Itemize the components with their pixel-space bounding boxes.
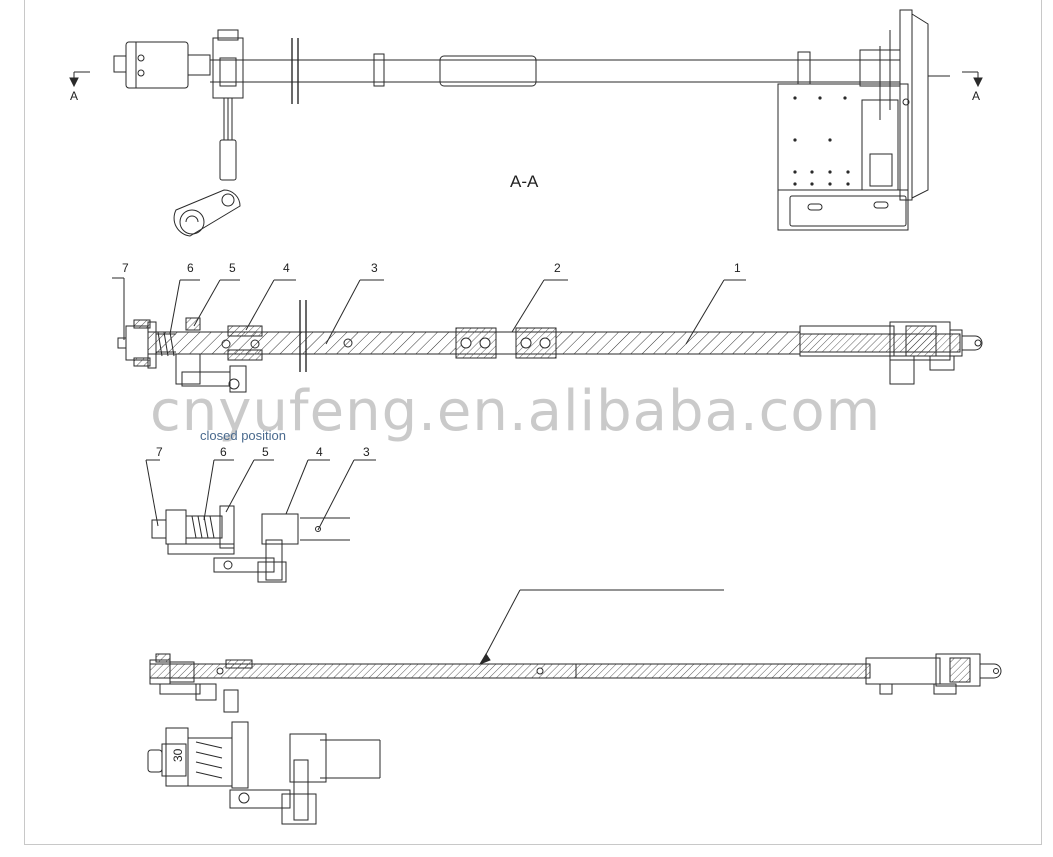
part-label: 6 — [220, 445, 227, 459]
text-layer: A A A-A 7 6 5 4 3 2 1 cnyufeng.en.alibab… — [70, 89, 980, 762]
section-arrow-right-label: A — [972, 89, 980, 103]
part-label: 4 — [283, 261, 290, 275]
bottom-detail — [147, 721, 381, 825]
leaders-row1 — [112, 277, 746, 345]
right-mechanism — [777, 9, 950, 231]
part-label: 3 — [371, 261, 378, 275]
section-view-main — [117, 300, 983, 393]
section-arrow-left-label: A — [70, 89, 78, 103]
top-view-assembly — [69, 9, 983, 237]
watermark-text: cnyufeng.en.alibaba.com — [150, 379, 881, 444]
part-label: 3 — [363, 445, 370, 459]
long-section-view — [149, 589, 1002, 713]
part-label: 6 — [187, 261, 194, 275]
part-label: 7 — [122, 261, 129, 275]
page-frame — [24, 0, 1042, 845]
section-title: A-A — [510, 172, 539, 191]
section-arrow-left — [69, 71, 90, 88]
dimension-label: 30 — [171, 748, 185, 762]
coupling-sleeve — [439, 55, 537, 87]
crank-lever — [173, 189, 241, 237]
part-label: 4 — [316, 445, 323, 459]
part-label: 5 — [229, 261, 236, 275]
motor-body — [125, 41, 189, 89]
leaders-row2 — [145, 459, 376, 531]
section-arrow-right — [962, 71, 983, 88]
part-label: 7 — [156, 445, 163, 459]
part-label: 5 — [262, 445, 269, 459]
part-label: 1 — [734, 261, 741, 275]
closed-position-detail — [151, 505, 350, 583]
part-label: 2 — [554, 261, 561, 275]
closed-position-caption: closed position — [200, 428, 286, 443]
